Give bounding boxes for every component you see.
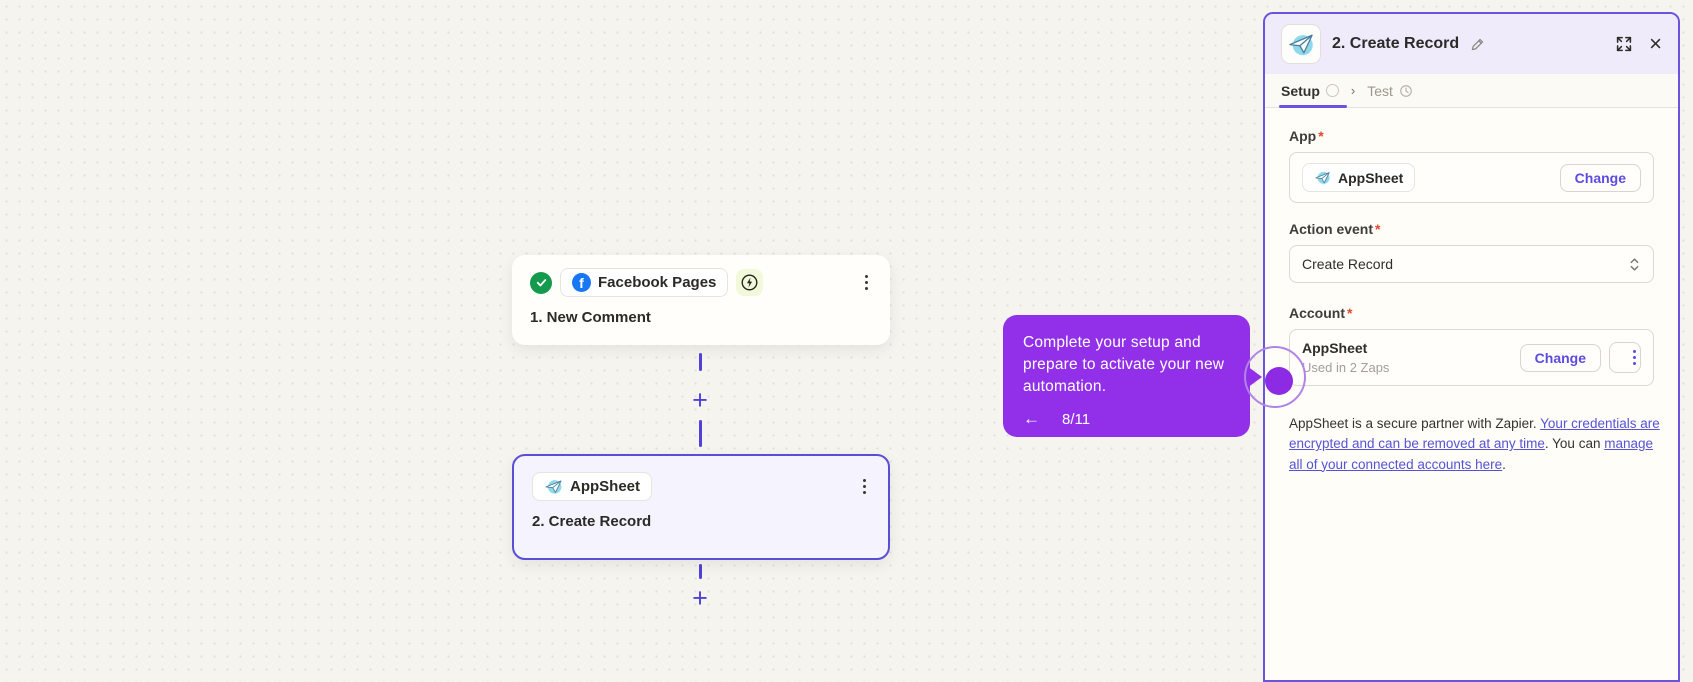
expand-fullscreen-icon[interactable] [1615, 35, 1633, 53]
edit-pencil-icon[interactable] [1470, 37, 1485, 52]
account-usage: Used in 2 Zaps [1302, 360, 1390, 375]
action-event-value: Create Record [1302, 256, 1394, 272]
change-account-button[interactable]: Change [1519, 343, 1601, 372]
facebook-pages-app-pill[interactable]: f Facebook Pages [560, 268, 729, 297]
kebab-icon [1629, 346, 1641, 370]
step-editor-panel: 2. Create Record × Setup › Test [1263, 12, 1680, 682]
account-field-box: AppSheet Used in 2 Zaps Change [1289, 329, 1654, 386]
tab-setup-label: Setup [1281, 82, 1320, 99]
app-field-box: AppSheet Change [1289, 152, 1654, 203]
add-step-button[interactable]: + [692, 384, 708, 415]
manage-accounts-link[interactable]: manage all of your connected accounts he… [1289, 436, 1654, 472]
onboarding-tooltip: Complete your setup and prepare to activ… [1003, 315, 1250, 437]
appsheet-paper-plane-icon [1281, 24, 1321, 64]
tab-setup[interactable]: Setup [1281, 83, 1339, 99]
account-name: AppSheet [1302, 340, 1368, 356]
lightning-bolt-icon [736, 269, 764, 296]
tab-test-label: Test [1367, 82, 1393, 99]
account-menu-button[interactable] [1609, 342, 1641, 373]
panel-title: 2. Create Record [1332, 35, 1460, 52]
appsheet-app-pill[interactable]: AppSheet [1302, 163, 1416, 192]
appsheet-paper-plane-icon [545, 480, 562, 494]
test-pending-clock-icon [1400, 84, 1412, 97]
select-chevrons-icon [1630, 257, 1639, 271]
appsheet-paper-plane-icon [1315, 171, 1330, 184]
appsheet-app-pill[interactable]: AppSheet [532, 472, 653, 501]
setup-progress-circle-icon [1325, 84, 1339, 97]
connector-segment [699, 564, 702, 579]
required-asterisk: * [1375, 221, 1381, 237]
trigger-step-card[interactable]: f Facebook Pages 1. New Comment [512, 255, 890, 345]
action-event-select[interactable]: Create Record [1289, 245, 1654, 283]
account-field-label: Account* [1289, 305, 1353, 321]
panel-tabs: Setup › Test [1265, 74, 1678, 108]
step-menu-kebab-icon[interactable] [859, 475, 871, 499]
action-step-card[interactable]: AppSheet 2. Create Record [512, 454, 890, 560]
check-circle-icon [530, 271, 552, 294]
add-step-button[interactable]: + [692, 582, 708, 613]
trigger-step-label: 1. New Comment [530, 309, 651, 326]
action-event-field-label: Action event* [1289, 221, 1381, 237]
required-asterisk: * [1318, 128, 1324, 144]
app-field-label: App* [1289, 128, 1324, 144]
panel-header: 2. Create Record × [1265, 14, 1678, 74]
facebook-icon: f [572, 273, 591, 292]
app-pill-label: AppSheet [1338, 169, 1404, 186]
tooltip-text: Complete your setup and prepare to activ… [1023, 334, 1225, 395]
action-step-label: 2. Create Record [532, 513, 652, 530]
tooltip-progress: 8/11 [1062, 410, 1091, 428]
tooltip-pulse-dot [1265, 367, 1293, 395]
active-tab-underline [1279, 105, 1347, 108]
tab-test[interactable]: Test [1367, 83, 1413, 99]
tooltip-pulse-ring [1244, 346, 1306, 408]
change-app-button[interactable]: Change [1559, 163, 1641, 192]
app-pill-label: Facebook Pages [598, 274, 717, 291]
connector-segment [699, 420, 702, 447]
connector-segment [699, 353, 702, 371]
credentials-link[interactable]: Your credentials are encrypted and can b… [1289, 416, 1660, 452]
chevron-right-icon: › [1350, 83, 1356, 98]
security-note: AppSheet is a secure partner with Zapier… [1289, 416, 1660, 472]
app-pill-label: AppSheet [570, 478, 641, 495]
close-icon[interactable]: × [1649, 31, 1662, 56]
step-menu-kebab-icon[interactable] [861, 271, 873, 295]
tooltip-back-arrow-icon[interactable]: ← [1023, 409, 1040, 428]
required-asterisk: * [1347, 305, 1353, 321]
